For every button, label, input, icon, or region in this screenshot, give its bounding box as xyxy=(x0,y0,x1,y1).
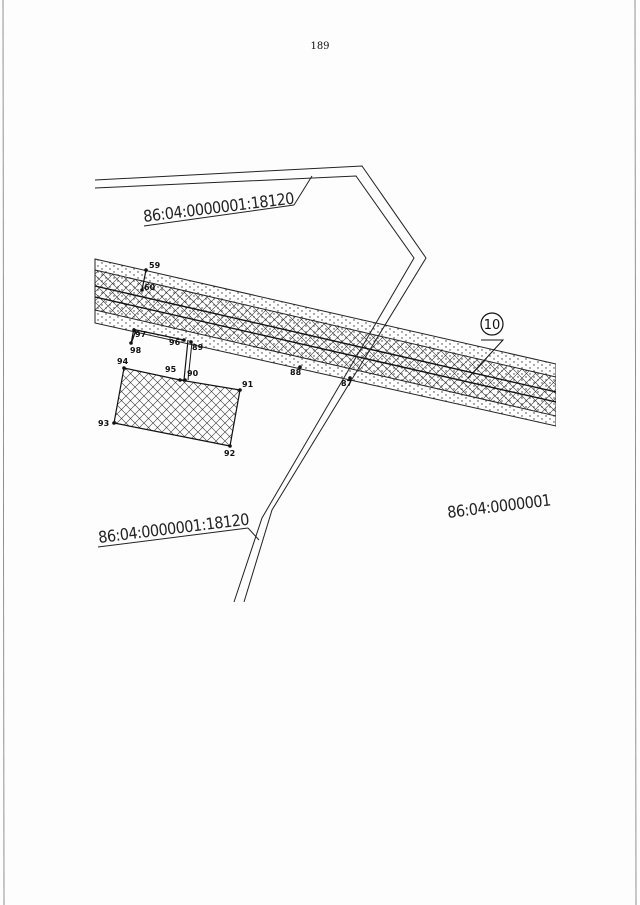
callout-circle xyxy=(480,312,504,336)
point-label-87: 87 xyxy=(341,379,352,388)
callout-number: 10 xyxy=(484,318,501,333)
point-92-marker xyxy=(228,444,232,448)
point-label-97: 97 xyxy=(135,330,146,339)
boundary-segment-59-60 xyxy=(141,269,147,291)
corridor-line-2 xyxy=(94,296,556,403)
point-98-marker xyxy=(129,341,133,345)
parcel-lower-leader-tick xyxy=(247,527,260,541)
parcel-lower-leader xyxy=(97,527,249,548)
point-label-98: 98 xyxy=(130,346,142,355)
point-93-marker xyxy=(112,421,116,425)
point-97-marker xyxy=(132,328,136,332)
point-label-93: 93 xyxy=(98,419,109,428)
scan-edge-left xyxy=(2,0,5,905)
point-59-marker xyxy=(144,268,148,272)
block-label: 86:04:0000001 xyxy=(446,490,551,522)
point-label-94: 94 xyxy=(117,357,129,366)
parcel-label-lower: 86:04:0000001:18120 xyxy=(97,510,250,547)
point-label-89: 89 xyxy=(192,343,204,352)
point-label-59: 59 xyxy=(149,261,161,270)
point-label-95: 95 xyxy=(165,365,177,374)
point-89-marker xyxy=(189,340,193,344)
point-87-marker xyxy=(348,376,352,380)
corridor-hatched-zone xyxy=(94,269,556,417)
boundary-segment-89 xyxy=(187,341,193,381)
plot-polygon xyxy=(113,367,241,447)
parcel-boundary-outer xyxy=(94,165,427,603)
point-label-92: 92 xyxy=(224,449,235,458)
boundary-segment-97-98 xyxy=(130,327,185,345)
point-60-marker xyxy=(140,288,144,292)
point-label-88: 88 xyxy=(290,368,302,377)
point-96-marker xyxy=(182,338,186,342)
callout-leader xyxy=(467,339,505,379)
point-label-91: 91 xyxy=(242,380,254,389)
point-label-90: 90 xyxy=(187,369,199,378)
point-label-96: 96 xyxy=(169,338,181,347)
parcel-boundary-inner xyxy=(94,175,415,603)
point-90-marker xyxy=(183,378,187,382)
point-91-marker xyxy=(238,388,242,392)
parcel-upper-leader xyxy=(143,204,295,227)
point-95-marker xyxy=(178,378,182,382)
page-number: 189 xyxy=(310,41,330,52)
point-label-60: 60 xyxy=(144,283,156,292)
point-94-marker xyxy=(122,366,126,370)
parcel-label-upper: 86:04:0000001:18120 xyxy=(142,189,295,226)
corridor-line-1 xyxy=(94,285,556,393)
scan-edge-right xyxy=(634,0,637,905)
parcel-upper-leader-tick xyxy=(293,175,313,206)
point-88-marker xyxy=(298,365,302,369)
